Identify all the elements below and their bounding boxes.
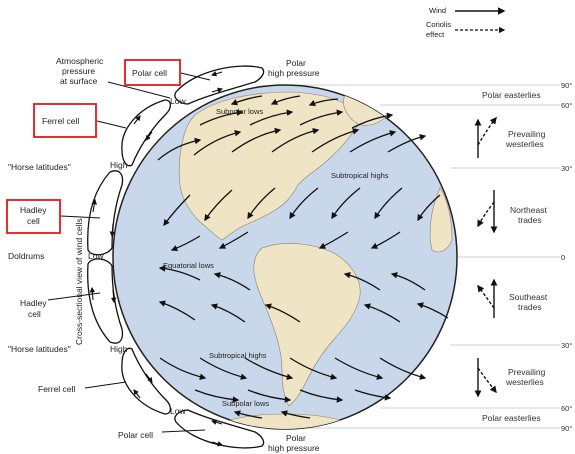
ferrel-cell-south-pointer [84,381,127,389]
hadley-cell-north-line2: cell [27,216,40,226]
polar-high-bottom-line1: Polar [286,433,306,443]
high-north: High [110,160,128,170]
lat-30s: 30° [561,341,572,350]
pressure-labels: Low High Low High Low [88,96,186,416]
southeast-trades-line2: trades [518,302,542,312]
cell-labels: Polar cell Ferrel cell Hadley cell Hadle… [6,59,211,440]
polar-cell-north-box [124,59,181,86]
hadley-cell-north-pointer [60,215,101,219]
polar-high-bottom-line2: high pressure [268,443,320,453]
horse-latitudes-north: "Horse latitudes" [8,162,71,172]
prevailing-westerlies-north-line1: Prevailing [508,129,546,139]
latitude-lines [290,84,560,429]
hadley-cell-north-loop [87,170,124,256]
legend-wind-label: Wind [429,6,446,15]
ferrel-cell-south-label: Ferrel cell [38,384,75,394]
southeast-trades-line1: Southeast [509,292,548,302]
horse-latitudes-south: "Horse latitudes" [8,344,71,354]
polar-high-top-line2: high pressure [268,68,320,78]
lat-60n: 60° [561,101,572,110]
subtropical-highs-north: Subtropical highs [331,171,389,180]
wind-arrows [157,95,449,419]
polar-cell-south-label: Polar cell [118,430,153,440]
subpolar-lows-north: Subpolar lows [216,107,263,116]
ferrel-cell-south-loop [121,347,172,415]
south-america [253,243,361,407]
low-top: Low [170,96,186,106]
ferrel-cell-north-loop [121,99,172,167]
wind-belt-labels: Polar easterlies Prevailing westerlies N… [482,90,548,423]
hadley-cell-north-line1: Hadley [20,205,47,215]
africa-edge [429,187,453,253]
ferrel-cell-north-label: Ferrel cell [42,116,79,126]
polar-cell-south-pointer [161,429,206,433]
hadley-cell-south-pointer [47,292,101,301]
atmospheric-pressure-pointer [107,81,171,99]
hadley-cell-south-line2: cell [28,309,41,319]
cell-loops [87,65,265,449]
low-equator: Low [88,251,104,261]
globe-labels: Subpolar lows Subtropical highs Equatori… [163,107,389,408]
prevailing-westerlies-south-line1: Prevailing [508,367,546,377]
polar-cell-south-loop [174,409,265,449]
polar-cell-north-pointer [180,72,211,81]
lat-60s: 60° [561,404,572,413]
belt-indicators [474,116,498,398]
subpolar-lows-south: Subpolar lows [222,399,269,408]
polar-high-top-line1: Polar [286,58,306,68]
polar-easterlies-north: Polar easterlies [482,90,541,100]
antarctica-edge [229,413,341,429]
globe [112,84,458,430]
hadley-cell-south-loop [87,258,124,344]
lat-0: 0 [561,253,565,262]
prevailing-westerlies-south-line2: westerlies [505,377,544,387]
atmospheric-pressure-line2: pressure [62,66,95,76]
prevailing-westerlies-north-line2: westerlies [505,139,544,149]
low-bottom: Low [170,406,186,416]
polar-cell-north-label: Polar cell [132,68,167,78]
hadley-cell-south-line1: Hadley [20,298,47,308]
cross-section-label: Cross-sectional view of wind cells [74,218,84,345]
northeast-trades-line2: trades [518,215,542,225]
doldrums: Doldrums [8,251,44,261]
equatorial-lows: Equatorial lows [163,261,214,270]
lat-90n: 90° [561,81,572,90]
atmospheric-pressure-line1: Atmospheric [56,56,104,66]
subtropical-highs-south: Subtropical highs [209,351,267,360]
lat-90s: 90° [561,424,572,433]
atmospheric-pressure-line3: at surface [60,76,98,86]
northeast-trades-line1: Northeast [510,205,547,215]
atmospheric-pressure-label: Atmospheric pressure at surface [56,56,171,99]
ferrel-cell-north-box [33,103,97,138]
lat-30n: 30° [561,164,572,173]
latitude-labels: 90° 60° 30° 0 30° 60° 90° [561,81,572,433]
polar-cell-north-loop [174,65,265,105]
polar-high-labels: Polar high pressure Polar high pressure [268,58,320,453]
high-south: High [110,344,128,354]
hadley-cell-north-box [6,199,61,234]
ferrel-cell-north-pointer [96,120,127,129]
polar-easterlies-south: Polar easterlies [482,413,541,423]
